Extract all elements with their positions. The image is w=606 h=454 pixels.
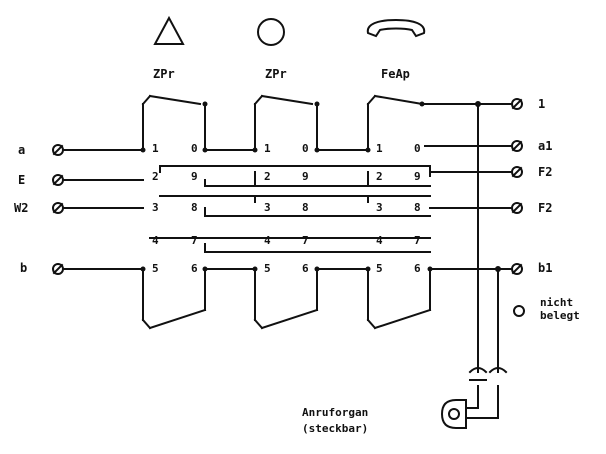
pin-number: 5 [264,262,271,275]
device-label-sub: (steckbar) [302,422,368,435]
terminal-label-F2-upper: F2 [538,165,552,179]
pin-number: 2 [152,170,159,183]
pin-number: 6 [302,262,309,275]
pin-number: 2 [264,170,271,183]
terminal-label-a1: a1 [538,139,552,153]
left-terminals [52,144,64,275]
ringer-device [440,399,467,429]
handset-symbol [366,18,426,38]
pin-number: 3 [376,201,383,214]
terminal-label-b: b [20,261,27,275]
pin-number: 6 [414,262,421,275]
pin-numbers: 1 2 3 4 5 0 9 8 7 6 1 2 3 4 5 0 9 8 7 6 1 2 3 4 5 0 9 8 7 6 [152,142,421,275]
switch-label: FeAp [381,67,410,81]
circle-symbol [257,18,285,46]
pin-number: 1 [376,142,383,155]
terminal-label-E: E [18,173,25,187]
wires [62,94,513,419]
pin-number: 3 [264,201,271,214]
terminal-label-b1: b1 [538,261,552,275]
pin-number: 1 [264,142,271,155]
terminal-label-F2-lower: F2 [538,201,552,215]
pin-number: 6 [191,262,198,275]
pin-number: 9 [302,170,309,183]
pin-number: 7 [302,234,309,247]
pin-number: 4 [152,234,159,247]
pin-number: 7 [414,234,421,247]
pin-number: 4 [376,234,383,247]
pin-number: 7 [191,234,198,247]
pin-number: 5 [376,262,383,275]
terminal-label-W2: W2 [14,201,28,215]
pin-number: 0 [302,142,309,155]
right-terminals [511,98,525,317]
pin-number: 3 [152,201,159,214]
terminal-label-1: 1 [538,97,545,111]
terminal-label-a: a [18,143,25,157]
pin-number: 8 [302,201,309,214]
pin-number: 8 [414,201,421,214]
pin-number: 2 [376,170,383,183]
switch-label: ZPr [265,67,287,81]
pin-number: 5 [152,262,159,275]
pin-number: 1 [152,142,159,155]
pin-number: 9 [414,170,421,183]
pin-number: 0 [414,142,421,155]
pin-number: 9 [191,170,198,183]
device-label: Anruforgan [302,406,368,419]
pin-number: 0 [191,142,198,155]
unused-terminal-label: nicht belegt [540,296,580,322]
pin-number: 8 [191,201,198,214]
triangle-symbol [153,15,185,45]
plug-connectors [468,367,508,381]
switch-label: ZPr [153,67,175,81]
junction-dots [140,101,501,272]
pin-number: 4 [264,234,271,247]
